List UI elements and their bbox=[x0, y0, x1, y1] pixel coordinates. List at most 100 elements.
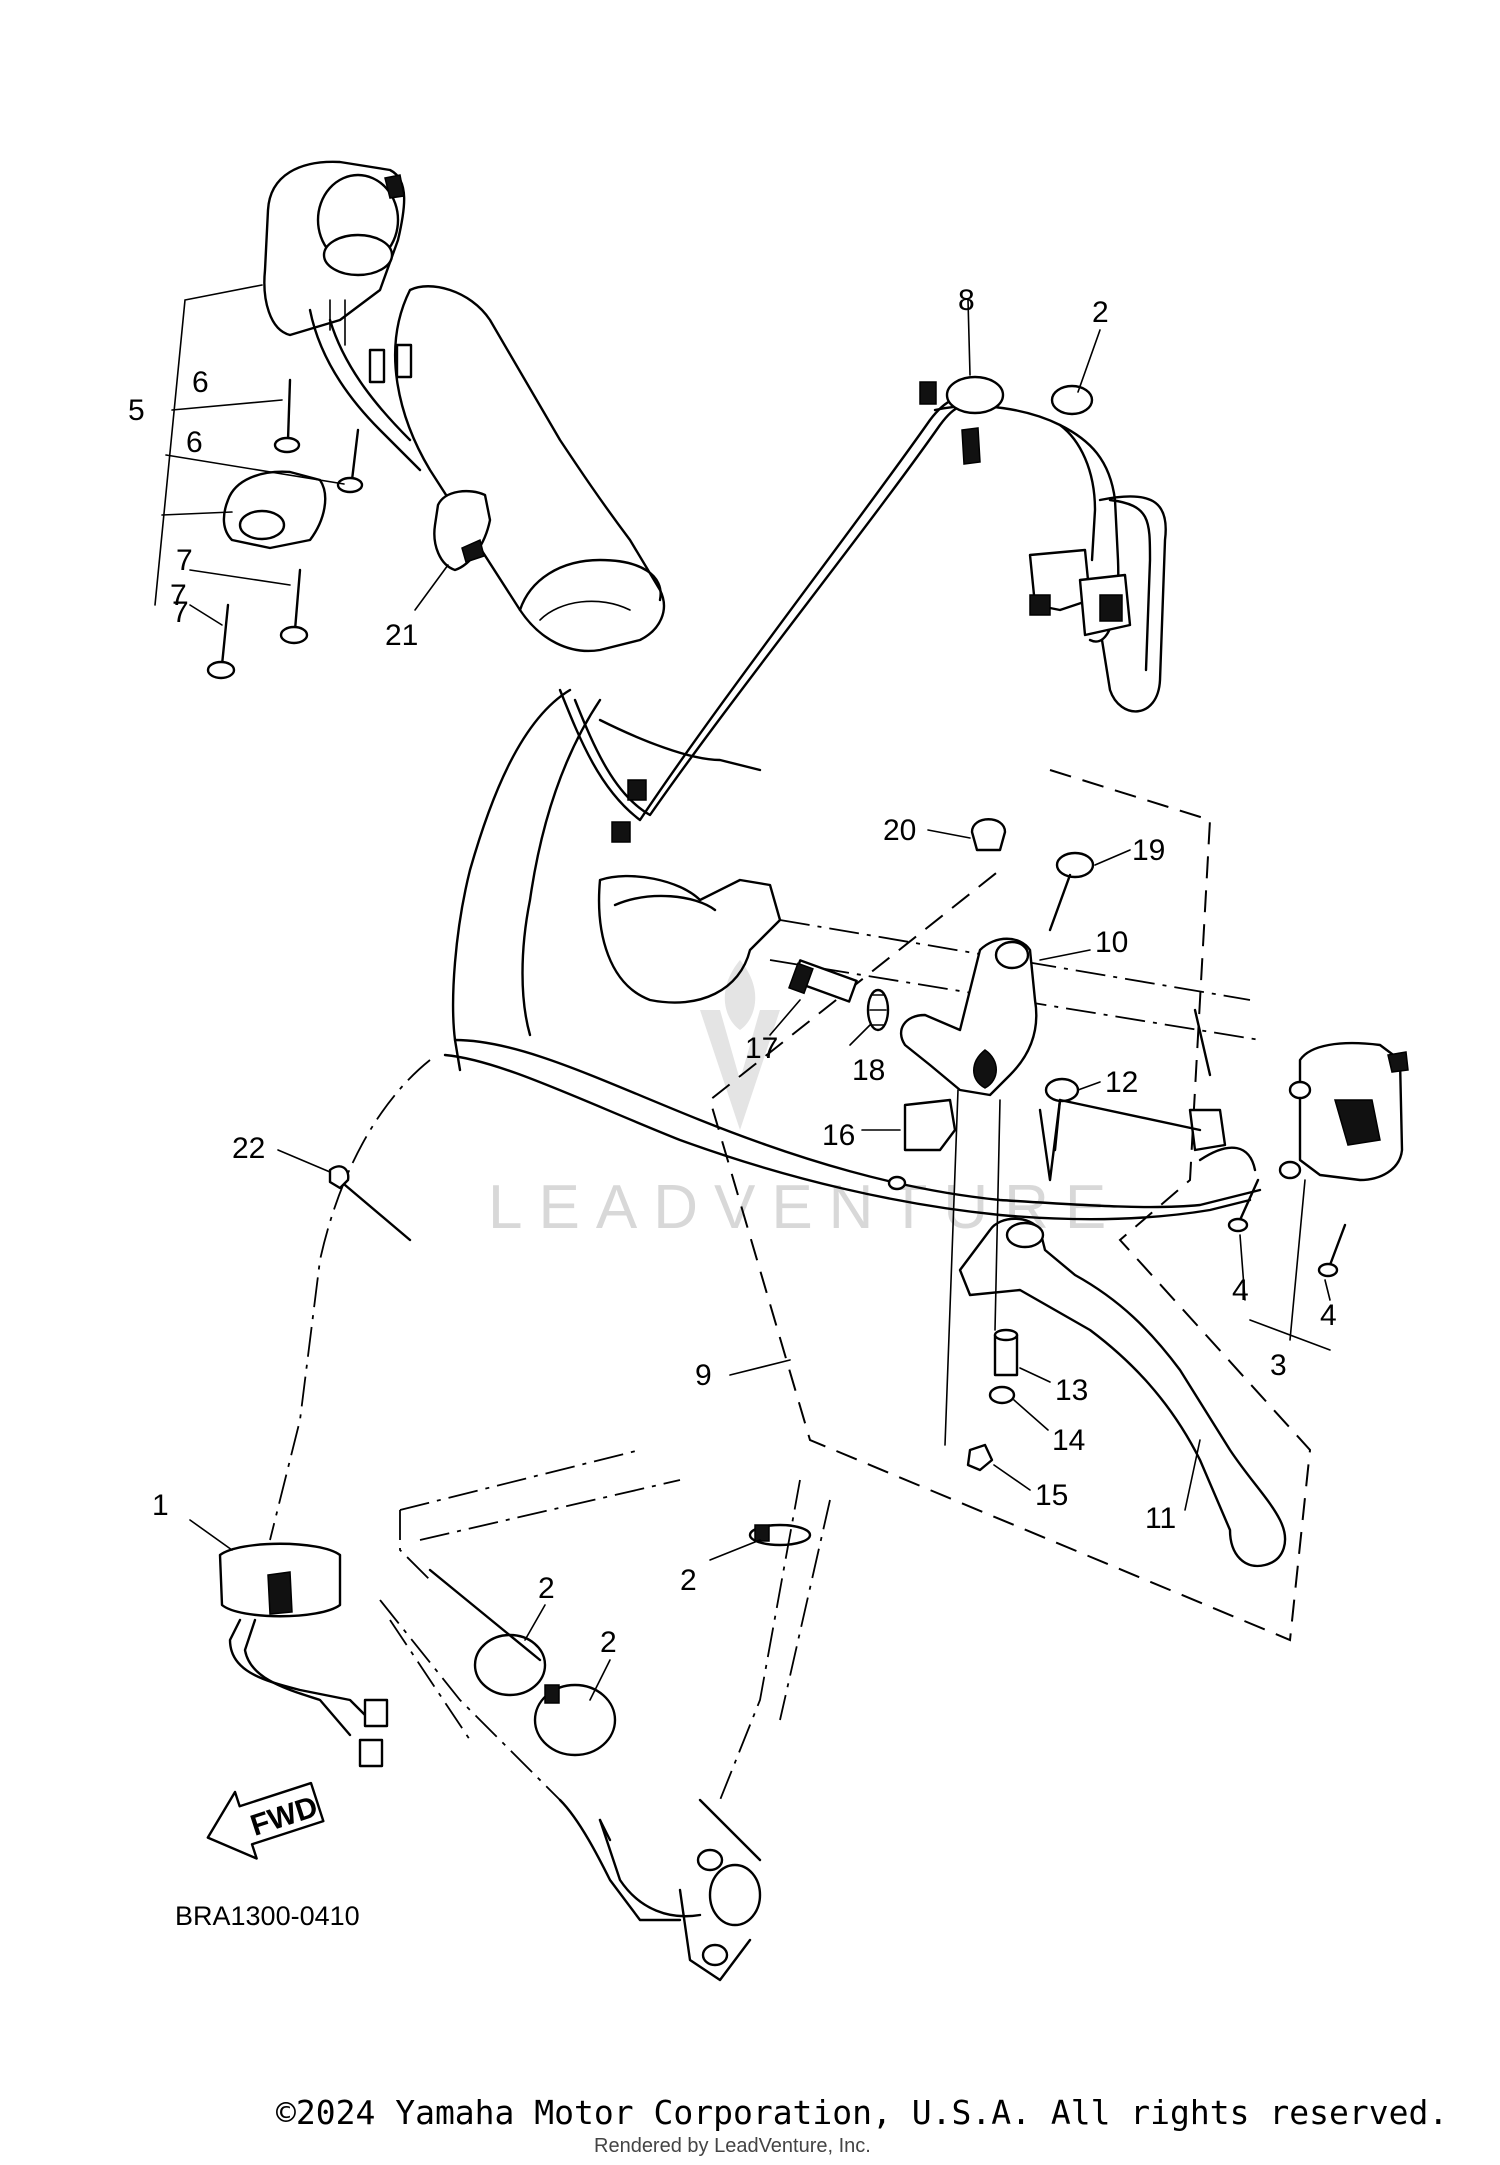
callout-6: 6 bbox=[186, 426, 203, 459]
cable-clips bbox=[611, 779, 647, 843]
switch-link bbox=[1038, 1098, 1202, 1182]
lever-bracket-10[interactable] bbox=[899, 937, 1038, 1097]
leader-4b bbox=[1324, 1279, 1331, 1301]
callout-3: 3 bbox=[1270, 1349, 1287, 1382]
leader-2c bbox=[709, 1539, 761, 1561]
callout-14: 14 bbox=[1052, 1424, 1085, 1457]
callout-10: 10 bbox=[1095, 926, 1128, 959]
collar-13[interactable] bbox=[993, 1328, 1019, 1377]
callout-2: 2 bbox=[1092, 296, 1109, 329]
leader-9 bbox=[729, 1359, 791, 1376]
screw-7a[interactable] bbox=[279, 568, 309, 645]
lever-pivot-line bbox=[944, 1089, 959, 1446]
band-2-top[interactable] bbox=[1050, 384, 1094, 416]
leader-7a bbox=[189, 569, 291, 586]
cable-tie-22[interactable] bbox=[328, 1165, 412, 1242]
leader-6b bbox=[165, 454, 345, 485]
leader-11 bbox=[1184, 1439, 1201, 1511]
callout-7: 7 bbox=[170, 579, 187, 612]
screw-7b[interactable] bbox=[206, 603, 236, 680]
nut-15[interactable] bbox=[966, 1443, 994, 1472]
rendered-by-notice: Rendered by LeadVenture, Inc. bbox=[594, 2135, 871, 2157]
band-2-fork-b[interactable] bbox=[533, 1683, 617, 1757]
cable-sweep-end bbox=[1198, 1146, 1257, 1172]
adjuster-bolt-17[interactable] bbox=[788, 959, 858, 1003]
band-1-wire bbox=[228, 1618, 372, 1722]
left-switch-wire bbox=[308, 308, 422, 472]
lever-pivot-line-2 bbox=[994, 1099, 1001, 1331]
cable-sweep-2 bbox=[443, 1053, 1252, 1221]
leader-14 bbox=[1013, 1399, 1049, 1431]
cable-branch bbox=[598, 718, 762, 772]
callout-20: 20 bbox=[883, 814, 916, 847]
callout-12: 12 bbox=[1105, 1066, 1138, 1099]
left-switch-housing[interactable] bbox=[263, 160, 406, 346]
copyright-notice: ©2024 Yamaha Motor Corporation, U.S.A. A… bbox=[276, 2093, 1449, 2132]
leader-7b bbox=[189, 604, 223, 626]
leader-2b bbox=[589, 1659, 611, 1701]
callout-18: 18 bbox=[852, 1054, 885, 1087]
callout-5: 5 bbox=[128, 394, 145, 427]
clamp-8[interactable] bbox=[919, 375, 1005, 465]
cable-left-drop-2 bbox=[521, 698, 602, 1037]
callout-19: 19 bbox=[1132, 834, 1165, 867]
connector bbox=[358, 1738, 384, 1768]
callout-2: 2 bbox=[600, 1626, 617, 1659]
band-1[interactable] bbox=[218, 1542, 342, 1618]
connector bbox=[368, 348, 386, 384]
leader-6a bbox=[171, 399, 283, 411]
callout-7: 7 bbox=[172, 596, 189, 629]
clutch-lever-11[interactable] bbox=[958, 1217, 1287, 1568]
handlebar-left bbox=[393, 285, 666, 653]
callout-22: 22 bbox=[232, 1132, 265, 1165]
leader-3 bbox=[1289, 1179, 1306, 1341]
cable-main-2 bbox=[573, 403, 992, 817]
assembly-box-9 bbox=[708, 769, 1312, 1642]
cap-20[interactable] bbox=[970, 818, 1007, 852]
callout-4: 4 bbox=[1320, 1299, 1337, 1332]
washer-14[interactable] bbox=[988, 1385, 1016, 1405]
callout-8: 8 bbox=[958, 284, 975, 317]
right-switch-housing-3[interactable] bbox=[1278, 1041, 1409, 1182]
screw-6b[interactable] bbox=[336, 428, 364, 494]
connector bbox=[1188, 1108, 1227, 1152]
cable-sweep bbox=[453, 1038, 1262, 1209]
screw-6a[interactable] bbox=[273, 378, 301, 454]
band-2-fork-c[interactable] bbox=[748, 1523, 812, 1547]
leader-10 bbox=[1039, 949, 1091, 961]
leader-18 bbox=[849, 1024, 871, 1046]
callout-13: 13 bbox=[1055, 1374, 1088, 1407]
adjuster-wheel-18[interactable] bbox=[866, 988, 890, 1032]
forward-arrow-icon: FWD bbox=[206, 1781, 325, 1860]
bolt-12[interactable] bbox=[1044, 1077, 1080, 1152]
callout-4: 4 bbox=[1232, 1274, 1249, 1307]
leader-13 bbox=[1019, 1367, 1051, 1383]
cable-main bbox=[558, 395, 982, 822]
screw-4a[interactable] bbox=[1227, 1178, 1260, 1233]
leader-21 bbox=[414, 564, 449, 611]
band-2-fork-a[interactable] bbox=[428, 1568, 547, 1697]
connector bbox=[363, 1698, 389, 1728]
connector-block bbox=[1028, 548, 1132, 637]
callout-1: 1 bbox=[152, 1489, 169, 1522]
frame bbox=[379, 1449, 831, 1982]
leader-2a bbox=[524, 1604, 546, 1641]
clamp-21[interactable] bbox=[433, 489, 492, 572]
callout-7: 7 bbox=[176, 544, 193, 577]
leader-22 bbox=[277, 1149, 331, 1173]
leader-1 bbox=[189, 1519, 233, 1551]
left-switch-wire-2 bbox=[328, 318, 412, 442]
screw-4b[interactable] bbox=[1317, 1223, 1347, 1278]
callout-2: 2 bbox=[680, 1564, 697, 1597]
leader-bracket-7 bbox=[161, 511, 233, 516]
bracket-5 bbox=[154, 284, 263, 606]
cable-lower-left bbox=[269, 1059, 431, 1541]
leader-2-top bbox=[1077, 329, 1101, 393]
switch-16[interactable] bbox=[887, 1098, 957, 1191]
screw-19[interactable] bbox=[1048, 851, 1095, 932]
left-switch-lower-half[interactable] bbox=[222, 470, 327, 550]
cable-left-drop bbox=[451, 688, 572, 1072]
leader-12 bbox=[1077, 1081, 1101, 1091]
callout-9: 9 bbox=[695, 1359, 712, 1392]
